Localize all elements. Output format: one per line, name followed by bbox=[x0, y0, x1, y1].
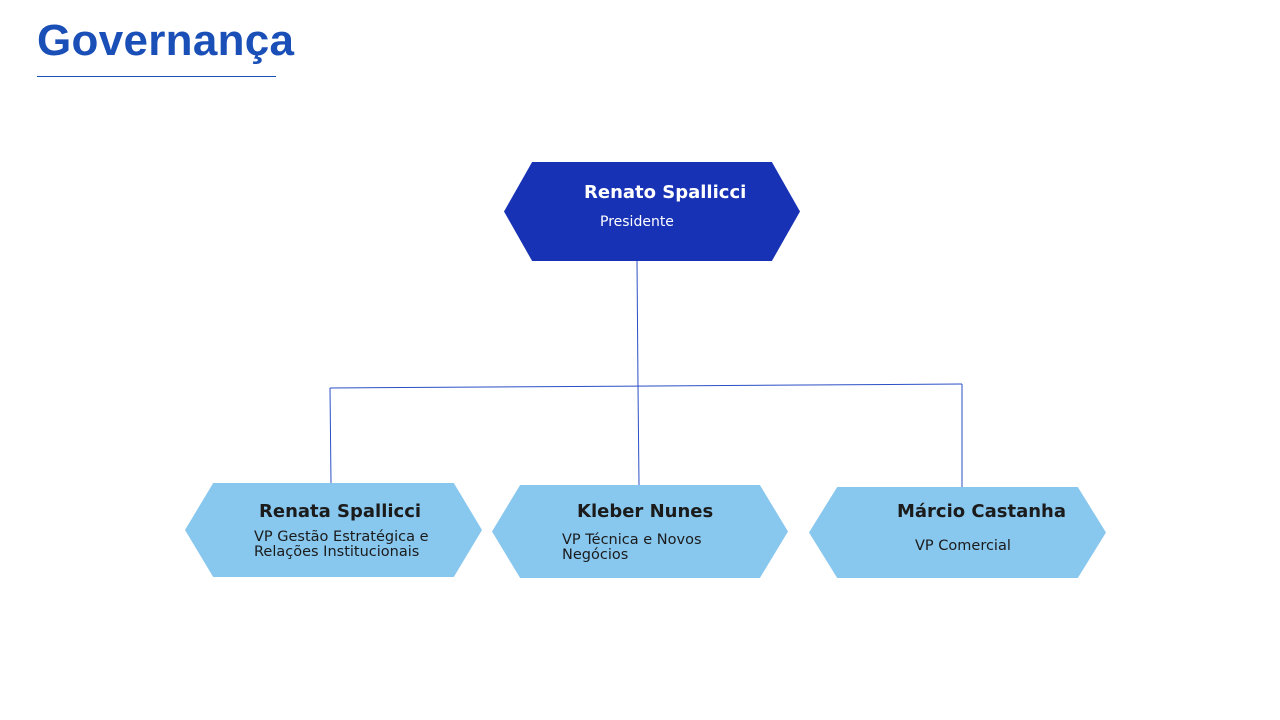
connector-to-renata bbox=[329, 387, 332, 484]
connector-to-kleber bbox=[637, 385, 640, 486]
node-name: Renato Spallicci bbox=[584, 182, 747, 203]
node-name: Renata Spallicci bbox=[259, 501, 422, 522]
node-role: VP Técnica e Novos Negócios bbox=[562, 532, 702, 563]
connector-president-trunk bbox=[636, 260, 639, 387]
node-role: VP Comercial bbox=[915, 538, 1011, 554]
node-role: Presidente bbox=[600, 214, 674, 230]
org-node-vp-marcio: Márcio Castanha VP Comercial bbox=[809, 487, 1106, 578]
node-role: VP Gestão Estratégica e Relações Institu… bbox=[254, 529, 429, 560]
node-name: Márcio Castanha bbox=[897, 501, 1067, 522]
org-node-vp-renata: Renata Spallicci VP Gestão Estratégica e… bbox=[185, 483, 482, 577]
page-title: Governança bbox=[37, 16, 295, 65]
org-node-vp-kleber: Kleber Nunes VP Técnica e Novos Negócios bbox=[492, 485, 788, 578]
node-name: Kleber Nunes bbox=[577, 501, 714, 522]
org-node-president: Renato Spallicci Presidente bbox=[504, 162, 800, 261]
title-underline bbox=[37, 76, 276, 77]
connector-horizontal-bar bbox=[329, 383, 963, 389]
